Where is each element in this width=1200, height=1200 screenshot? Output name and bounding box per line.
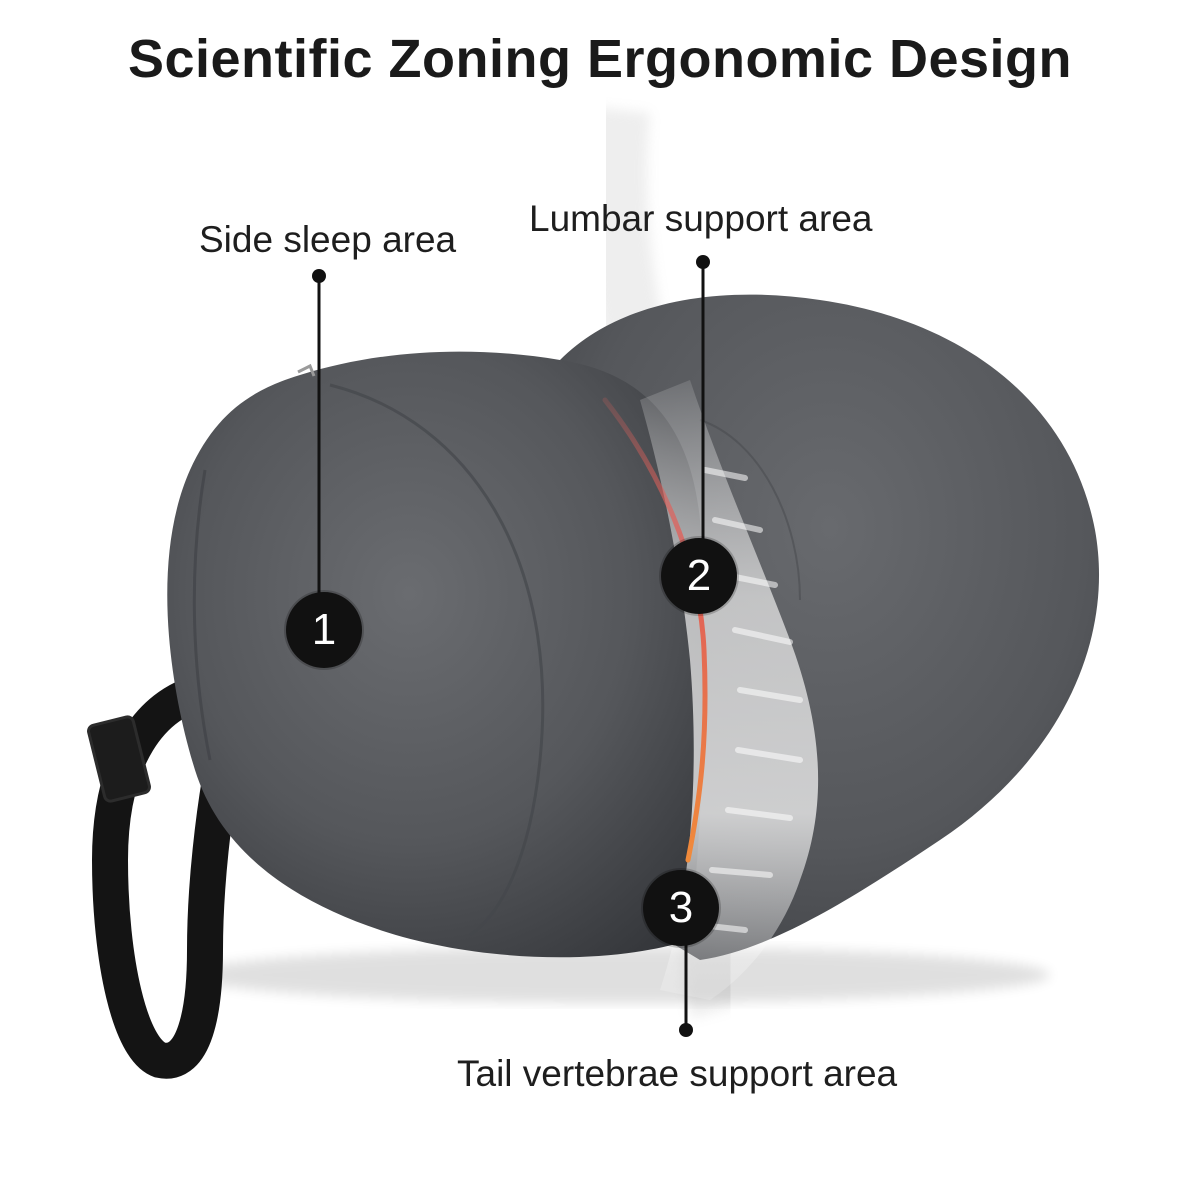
zone-label-tail-vertebrae: Tail vertebrae support area [457, 1053, 898, 1094]
strap-loop [87, 672, 238, 1079]
zone-marker-1: 1 [286, 592, 362, 668]
leader-line-1 [312, 269, 326, 600]
zone-label-lumbar: Lumbar support area [529, 198, 873, 239]
zone-marker-3: 3 [643, 870, 719, 946]
leader-line-3 [679, 940, 693, 1037]
page-title: Scientific Zoning Ergonomic Design [127, 29, 1073, 89]
leader-line-2 [696, 255, 710, 545]
zone-marker-2: 2 [661, 538, 737, 614]
zone-label-side-sleep: Side sleep area [199, 219, 457, 260]
